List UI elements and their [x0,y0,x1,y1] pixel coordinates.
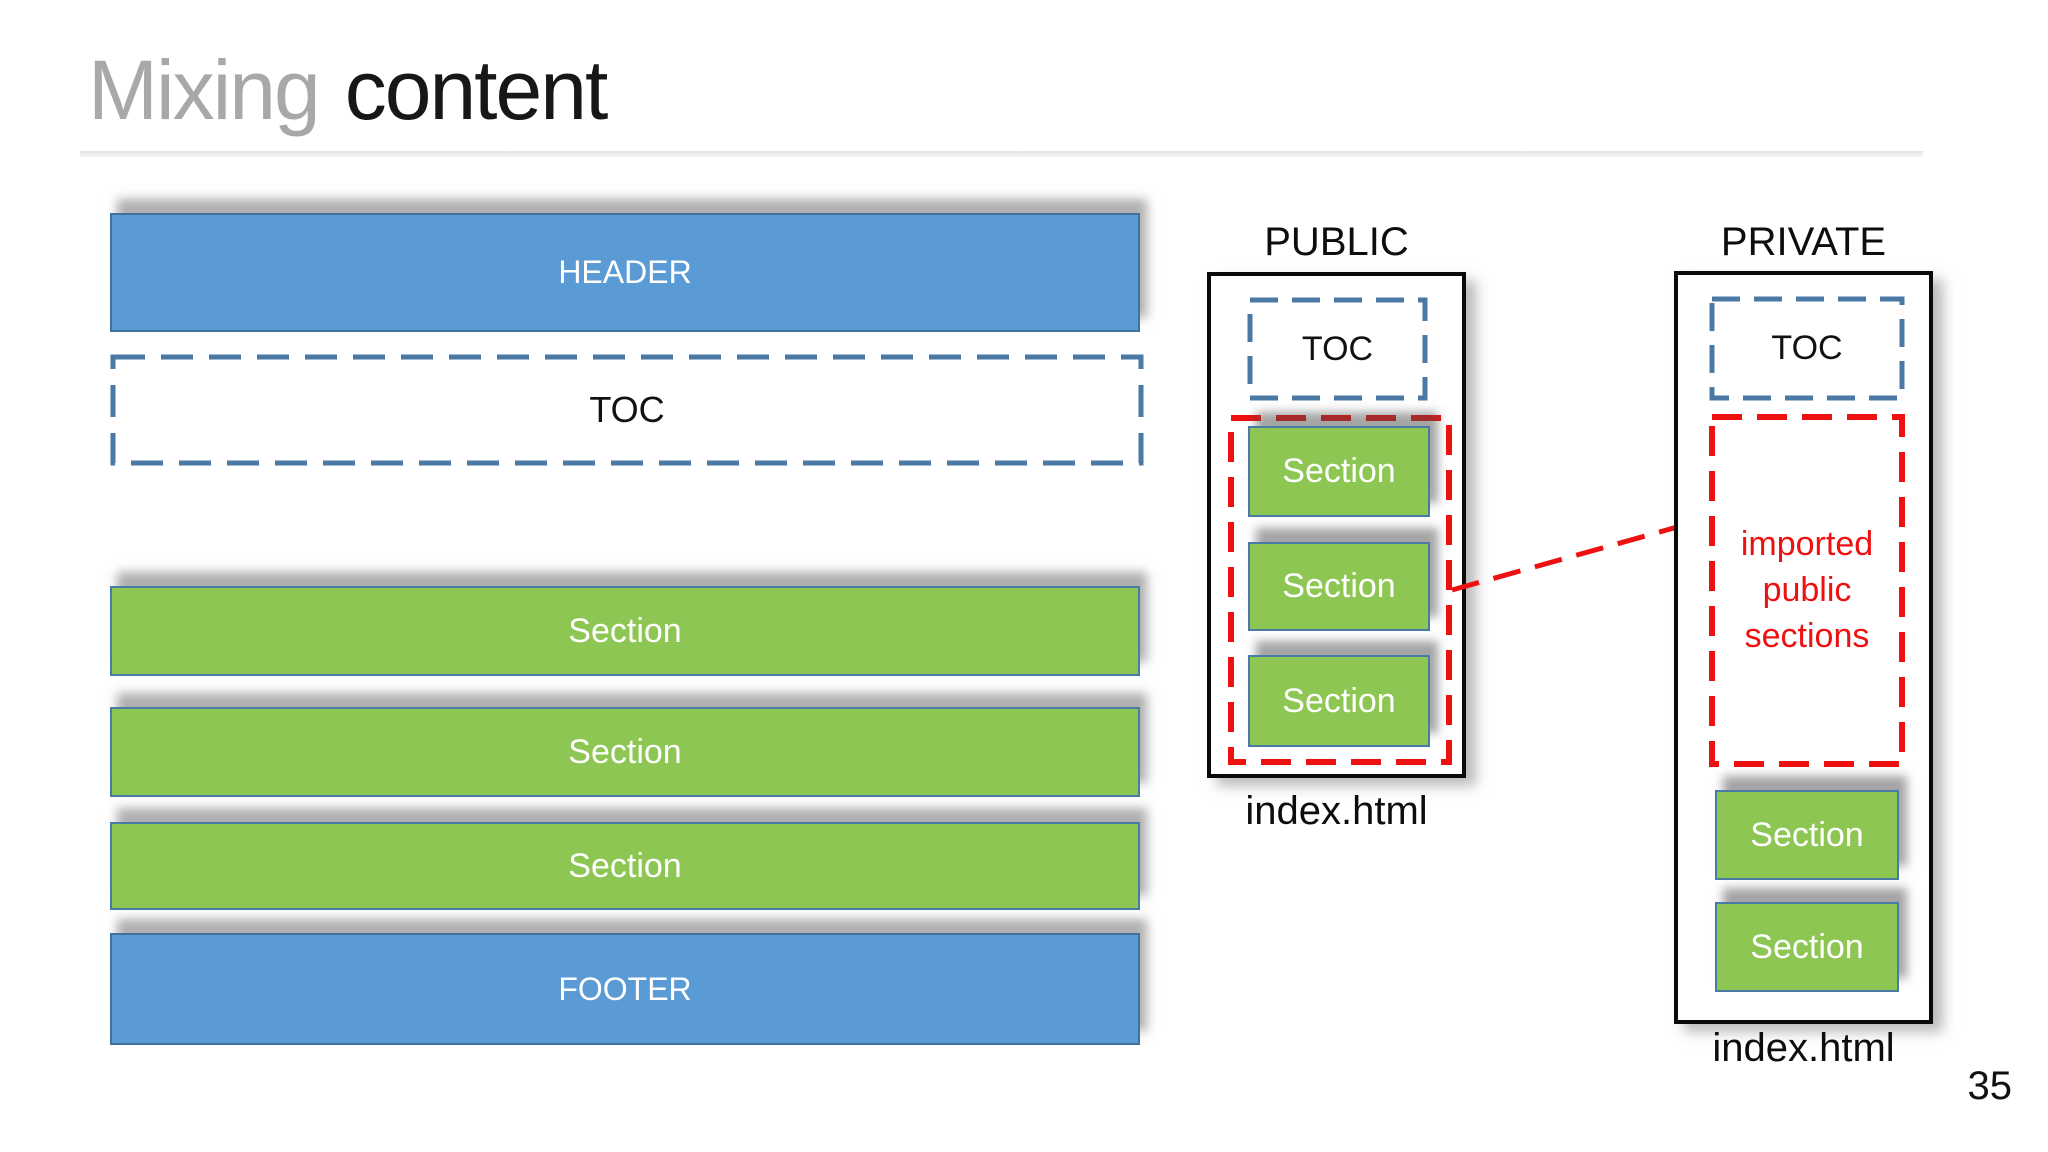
public-section-box: Section [1248,426,1430,517]
public-sections-group-box [1228,415,1452,765]
public-toc-label: TOC [1301,329,1374,368]
layout-section-bar: Section [110,586,1140,676]
public-filename: index.html [1245,789,1428,833]
public-section-label: Section [1282,452,1396,490]
public-section-label: Section [1282,681,1396,720]
layout-header-label: HEADER [558,254,692,290]
public-section-box: Section [1248,542,1430,631]
layout-toc-label: TOC [589,389,665,430]
public-toc-box: TOC [1247,297,1428,401]
page-number: 35 [1967,1064,2013,1108]
private-section-box: Section [1715,902,1899,992]
layout-section-label: Section [568,611,682,650]
private-filename: index.html [1712,1026,1895,1070]
public-section-box: Section [1248,655,1430,747]
imported-note: imported public sections [1709,521,1905,659]
public-section-label: Section [1282,567,1396,605]
import-arrow [1451,514,1708,593]
slide-title-strong: content [344,43,609,137]
imported-note-line: public [1762,571,1852,609]
layout-toc-box: TOC [110,354,1144,466]
public-title: PUBLIC [1264,220,1409,264]
dashed-border-blue [110,354,1144,466]
imported-note-line: imported [1740,525,1874,563]
layout-section-label: Section [568,732,682,771]
dashed-border-red [1709,414,1905,767]
slide-title-muted: Mixing [88,43,321,137]
layout-section-bar: Section [110,707,1140,797]
title-divider [80,151,1923,157]
layout-footer-label: FOOTER [558,970,692,1007]
layout-header-bar: HEADER [110,213,1140,332]
dashed-border-blue [1709,296,1905,401]
private-section-box: Section [1715,790,1899,880]
private-title: PRIVATE [1720,220,1887,264]
private-toc-label: TOC [1771,329,1843,367]
private-section-label: Section [1750,815,1864,854]
imported-note-line: sections [1744,617,1870,655]
private-toc-box: TOC [1709,296,1905,401]
layout-section-bar: Section [110,822,1140,910]
dashed-border-red [1228,415,1452,765]
layout-footer-bar: FOOTER [110,933,1140,1045]
layout-section-label: Section [568,846,682,885]
private-imported-box: imported public sections [1709,414,1905,767]
private-section-label: Section [1750,927,1864,966]
dashed-border-blue [1247,297,1428,401]
